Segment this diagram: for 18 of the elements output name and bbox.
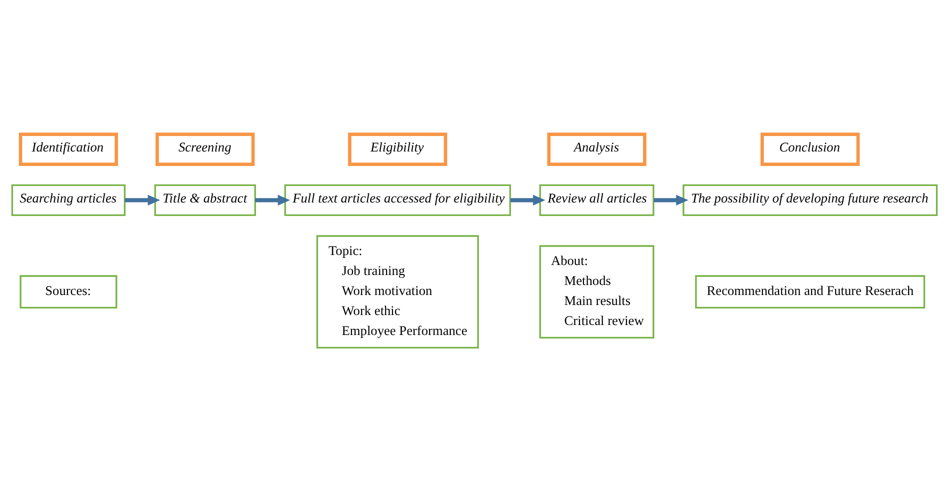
arrow: [654, 194, 688, 206]
node-box: Eligibility: [348, 132, 448, 166]
node-box: About: Methods Main results Critical review: [539, 245, 654, 338]
node-box: Screening: [156, 132, 255, 166]
node-box: Review all articles: [539, 184, 654, 216]
node-box: Identification: [18, 132, 118, 166]
arrow: [124, 194, 160, 206]
node-box: The possibility of developing future research: [682, 184, 938, 216]
node-box: Full text articles accessed for eligibility: [284, 184, 511, 216]
node-box: Sources:: [20, 275, 118, 308]
node-box: Searching articles: [11, 184, 126, 216]
node-box: Title & abstract: [154, 184, 256, 216]
arrow: [255, 194, 290, 206]
arrow: [510, 194, 546, 206]
node-box: Conclusion: [760, 132, 860, 166]
node-box: Topic: Job training Work motivation Work ethic Employee Performance: [316, 235, 479, 348]
node-box: Analysis: [547, 132, 646, 166]
node-box: Recommendation and Future Reserach: [695, 275, 926, 308]
